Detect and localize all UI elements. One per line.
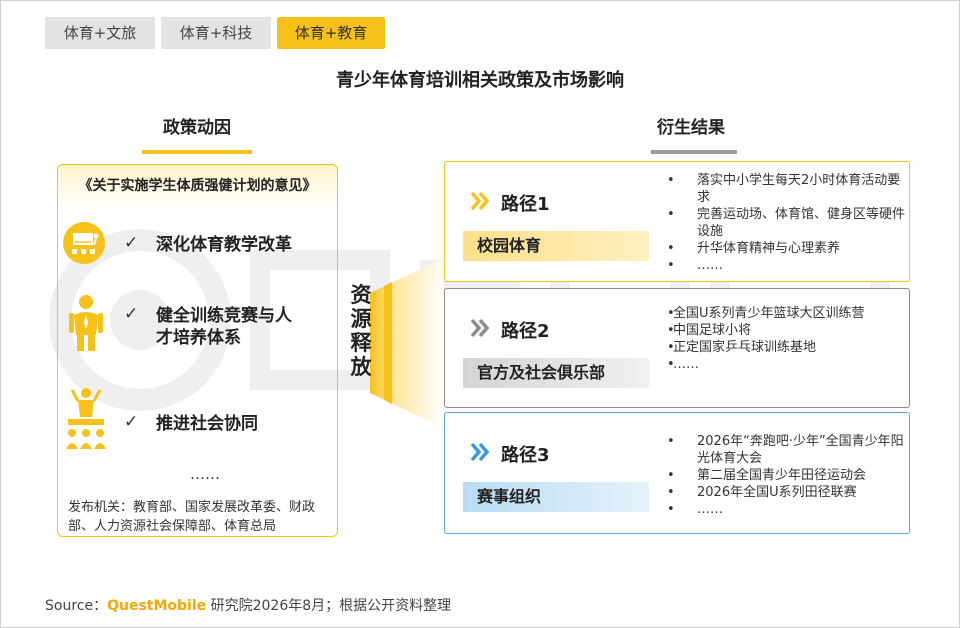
path-tag: 校园体育 <box>463 231 649 261</box>
tab-sports-tourism[interactable]: 体育+文旅 <box>45 17 155 49</box>
list-item: …… <box>665 257 905 274</box>
list-item: 完善运动场、体育馆、健身区等硬件设施 <box>665 206 905 240</box>
path-tag: 赛事组织 <box>463 482 649 512</box>
policy-panel: 《关于实施学生体质强健计划的意见》 ✓ 深化体育教学改革 ✓ 健全训练竞赛与人才… <box>57 164 338 537</box>
path-label: 路径1 <box>501 194 550 215</box>
list-item: 第二届全国青少年田径运动会 <box>665 467 905 484</box>
path-label: 路径3 <box>501 445 550 466</box>
list-item: 中国足球小将 <box>665 322 905 339</box>
double-chevron-right-icon <box>470 191 490 211</box>
double-chevron-right-icon <box>470 442 490 462</box>
right-section-heading: 衍生结果 <box>657 118 725 138</box>
path-label: 路径2 <box>501 321 550 342</box>
source-brand: QuestMobile <box>107 598 207 614</box>
left-section-heading: 政策动因 <box>163 118 231 138</box>
policy-text: 深化体育教学改革 <box>156 235 292 255</box>
page-title: 青少年体育培训相关政策及市场影响 <box>336 70 624 91</box>
policy-ellipsis: …… <box>190 465 220 483</box>
list-item: 2026年全国U系列田径联赛 <box>665 484 905 501</box>
path-card-3: 路径3 赛事组织 2026年“奔跑吧·少年”全国青少年阳光体育大会 第二届全国青… <box>444 412 910 534</box>
check-icon: ✓ <box>124 412 139 432</box>
path-tag: 官方及社会俱乐部 <box>463 358 649 388</box>
list-item: 正定国家乒乓球训练基地 <box>665 339 905 356</box>
source-prefix: Source： <box>45 598 108 614</box>
check-icon: ✓ <box>124 304 139 324</box>
athlete-icon <box>69 295 103 351</box>
policy-text: 健全训练竞赛与人才培养体系 <box>156 306 292 348</box>
list-item: 升华体育精神与心理素养 <box>665 240 905 257</box>
list-item: …… <box>665 501 905 518</box>
policy-item: ✓ 健全训练竞赛与人才培养体系 <box>58 293 337 363</box>
path-card-1: 路径1 校园体育 落实中小学生每天2小时体育活动要求 完善运动场、体育馆、健身区… <box>444 161 910 282</box>
list-item: 全国U系列青少年篮球大区训练营 <box>665 305 905 322</box>
list-item: 落实中小学生每天2小时体育活动要求 <box>665 172 905 206</box>
community-icon <box>66 388 106 449</box>
path-bullets: 全国U系列青少年篮球大区训练营 中国足球小将 正定国家乒乓球训练基地 …… <box>665 305 905 373</box>
resource-release-funnel <box>370 258 444 428</box>
path-bullets: 落实中小学生每天2小时体育活动要求 完善运动场、体育馆、健身区等硬件设施 升华体… <box>665 172 905 274</box>
source-note: Source：QuestMobile 研究院2026年8月；根据公开资料整理 <box>45 595 451 615</box>
policy-item: ✓ 深化体育教学改革 <box>58 221 337 281</box>
check-icon: ✓ <box>124 233 139 253</box>
path-card-2: 路径2 官方及社会俱乐部 全国U系列青少年篮球大区训练营 中国足球小将 正定国家… <box>444 288 910 408</box>
left-heading-underline <box>142 150 252 154</box>
list-item: 2026年“奔跑吧·少年”全国青少年阳光体育大会 <box>665 433 905 467</box>
tab-sports-tech[interactable]: 体育+科技 <box>161 17 271 49</box>
path-bullets: 2026年“奔跑吧·少年”全国青少年阳光体育大会 第二届全国青少年田径运动会 2… <box>665 433 905 518</box>
double-chevron-right-icon <box>470 318 490 338</box>
right-heading-underline <box>651 150 737 154</box>
policy-text: 推进社会协同 <box>156 414 258 434</box>
resource-release-label: 资源释放 <box>350 283 372 379</box>
policy-item: ✓ 推进社会协同 <box>58 387 337 457</box>
tab-sports-education[interactable]: 体育+教育 <box>277 17 385 49</box>
list-item: …… <box>665 356 905 373</box>
issuing-authorities: 发布机关：教育部、国家发展改革委、财政部、人力资源社会保障部、体育总局 <box>68 500 316 534</box>
source-suffix: 研究院2026年8月；根据公开资料整理 <box>206 598 452 614</box>
policy-document-title: 《关于实施学生体质强健计划的意见》 <box>58 165 337 207</box>
classroom-icon <box>63 222 105 264</box>
